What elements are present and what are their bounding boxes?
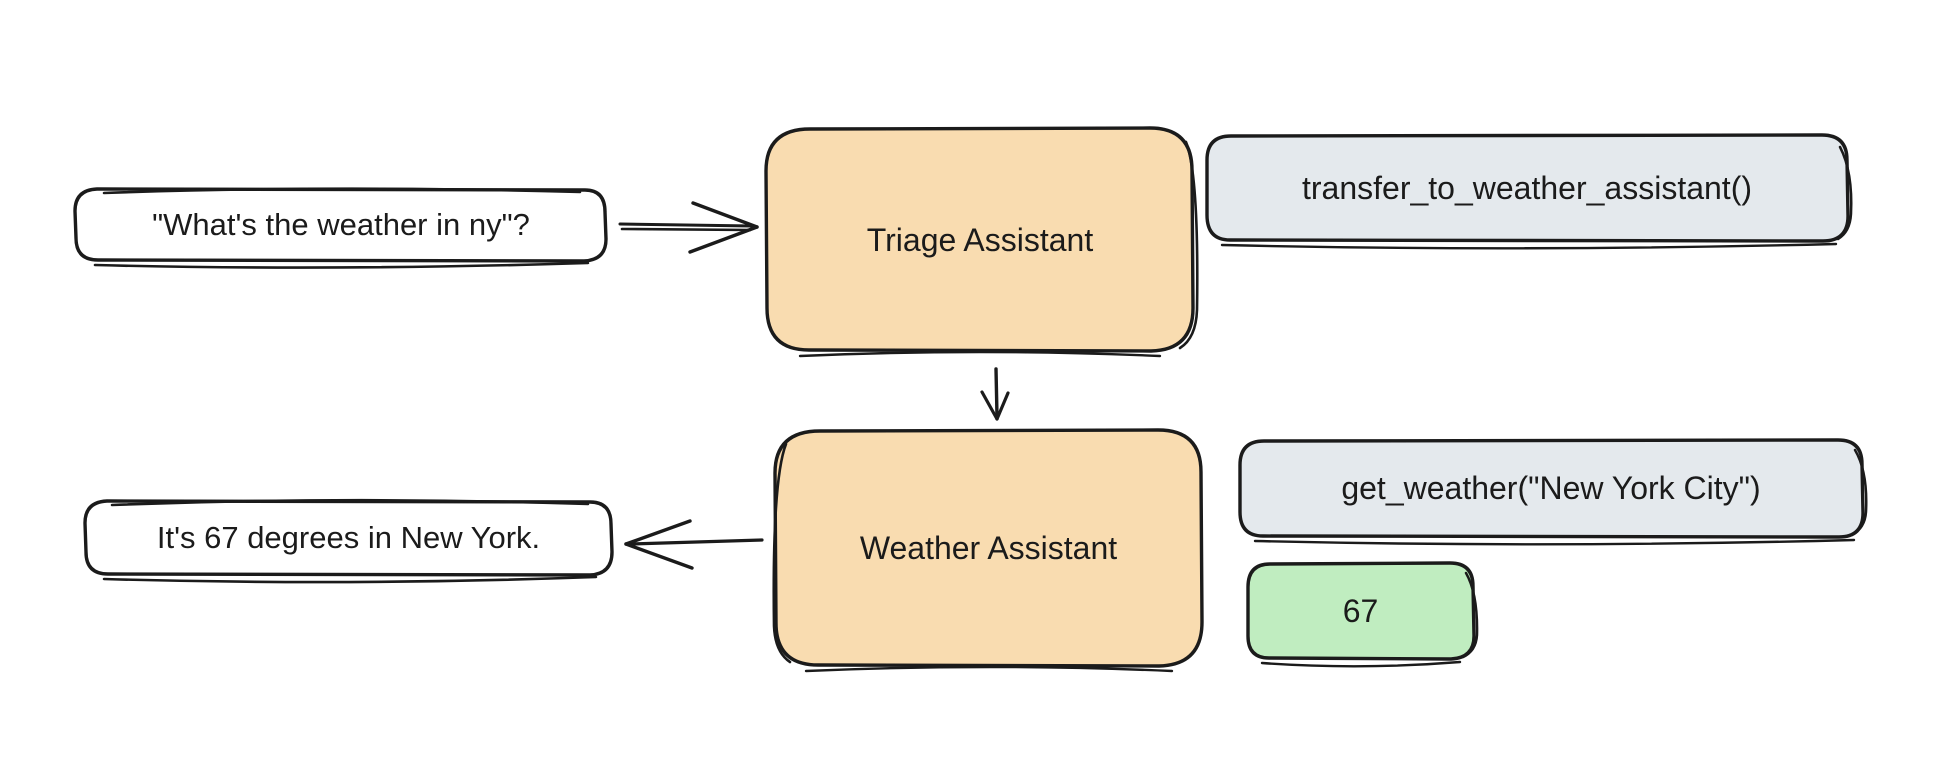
- triage-agent-node[interactable]: Triage Assistant: [766, 128, 1194, 352]
- user-message-outline-sketch2: [93, 261, 590, 269]
- edge-weather-to-reply-arrow: [624, 519, 764, 570]
- assistant-reply-label: It's 67 degrees in New York.: [156, 520, 541, 556]
- weather-agent-outline-sketch2: [804, 665, 1174, 673]
- user-message-node: "What's the weather in ny"?: [75, 188, 607, 262]
- assistant-reply-node: It's 67 degrees in New York.: [85, 500, 612, 576]
- weather-tool-call-node[interactable]: get_weather("New York City"): [1240, 440, 1862, 537]
- edge-triage-to-weather-arrow: [980, 367, 1010, 421]
- edge-user-to-triage-arrow: [618, 201, 759, 254]
- tool-result-node[interactable]: 67: [1248, 563, 1473, 659]
- assistant-reply-outline-sketch2: [102, 575, 598, 584]
- user-message-label: "What's the weather in ny"?: [152, 207, 530, 243]
- triage-agent-label: Triage Assistant: [866, 221, 1094, 258]
- weather-agent-node[interactable]: Weather Assistant: [775, 430, 1202, 666]
- tool-result-label: 67: [1342, 592, 1379, 629]
- transfer-tool-call-node[interactable]: transfer_to_weather_assistant(): [1207, 135, 1847, 241]
- transfer-tool-outline-sketch2: [1220, 242, 1838, 250]
- triage-agent-outline-sketch2: [798, 350, 1162, 358]
- tool-result-outline-sketch2: [1260, 660, 1462, 668]
- weather-agent-label: Weather Assistant: [859, 529, 1118, 566]
- transfer-tool-call-label: transfer_to_weather_assistant(): [1302, 169, 1752, 206]
- weather-tool-outline-sketch2: [1253, 538, 1856, 546]
- weather-tool-call-label: get_weather("New York City"): [1341, 470, 1761, 507]
